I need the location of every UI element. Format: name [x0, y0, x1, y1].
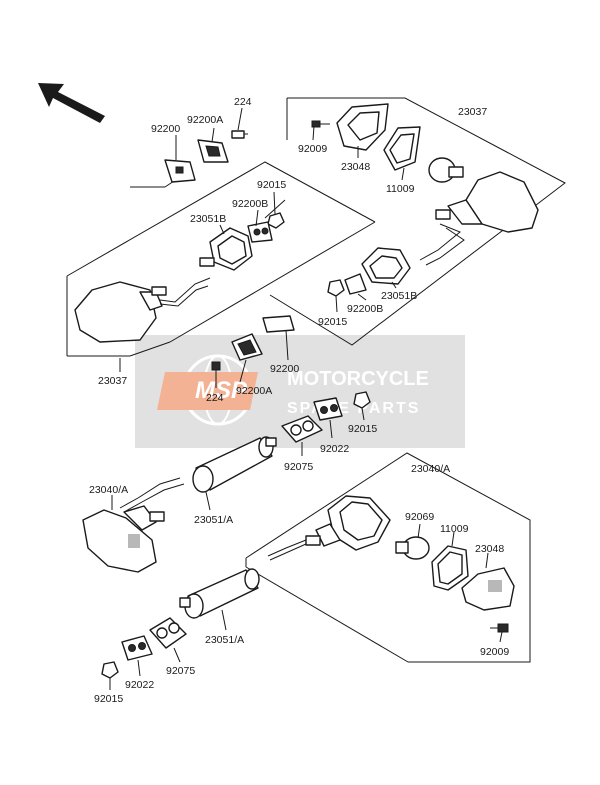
signal-housing-23040A-right [267, 495, 391, 561]
label-92200B-right: 92200B [347, 303, 383, 315]
signal-housing-23040A-left [82, 477, 185, 573]
screw-224-top [231, 130, 248, 139]
rubber-23051A-mid [192, 436, 277, 493]
label-92015-left: 92015 [257, 179, 286, 191]
signal-housing-23037-right [419, 171, 539, 266]
label-92200-mid: 92200 [270, 363, 299, 375]
plate-92200A-mid [231, 333, 263, 361]
label-23051A-mid: 23051/A [194, 514, 233, 526]
label-11009-bot: 11009 [440, 523, 469, 535]
plate-92200A-top [197, 139, 229, 163]
label-23051A-bot: 23051/A [205, 634, 244, 646]
nut-92015-right [327, 279, 345, 297]
label-92075-bot: 92075 [166, 665, 195, 677]
screw-224-mid [211, 361, 221, 380]
nut-92015-bot [101, 661, 119, 679]
watermark-title: MOTORCYCLE [287, 368, 429, 390]
lens-23048-bot [461, 567, 515, 611]
screw-92009-top [311, 120, 330, 128]
gasket-11009-top [383, 126, 421, 171]
label-92009-bot: 92009 [480, 646, 509, 658]
plate-92022-bot [121, 635, 153, 661]
label-92200B-left: 92200B [232, 198, 268, 210]
label-92022-c: 92022 [320, 443, 349, 455]
label-92022-bot: 92022 [125, 679, 154, 691]
label-23051B-right: 23051B [381, 290, 417, 302]
label-23048-bot: 23048 [475, 543, 504, 555]
leader-lines [109, 107, 503, 690]
label-92075-c: 92075 [284, 461, 313, 473]
label-92200A-top: 92200A [187, 114, 223, 126]
label-92069: 92069 [405, 511, 434, 523]
label-11009-top: 11009 [386, 183, 415, 195]
label-92009-top: 92009 [298, 143, 327, 155]
label-23040A-left: 23040/A [89, 484, 128, 496]
rubber-mount-23051B-left [199, 227, 253, 271]
signal-housing-23037-left [74, 277, 211, 343]
nut-92015-c [353, 391, 371, 409]
label-92200A-mid: 92200A [236, 385, 272, 397]
label-92200-top: 92200 [151, 123, 180, 135]
label-224-top: 224 [234, 96, 252, 108]
rubber-23051A-bot [179, 568, 260, 619]
label-23048-top: 23048 [341, 161, 370, 173]
frame-lower-right [245, 452, 531, 663]
label-224-mid: 224 [206, 392, 224, 404]
label-23037-left: 23037 [98, 375, 127, 387]
lens-23048-top [336, 103, 389, 151]
label-92015-c: 92015 [348, 423, 377, 435]
frame-upper-left [66, 161, 376, 357]
plate-92200B-right [344, 273, 367, 295]
bulb-92069 [395, 536, 430, 560]
plate-92200-mid [262, 315, 295, 333]
rubber-mount-23051B-right [361, 247, 411, 285]
bulb-top [428, 157, 464, 183]
watermark-logo: MSP [195, 377, 248, 404]
damper-92075-bot [149, 617, 187, 649]
direction-arrow-icon [38, 83, 105, 123]
label-92015-mid: 92015 [318, 316, 347, 328]
label-23040A-right: 23040/A [411, 463, 450, 475]
frame-upper-right [269, 97, 566, 346]
screw-92009-bot [490, 623, 509, 633]
plate-92022-c [313, 397, 343, 421]
label-23037-right: 23037 [458, 106, 487, 118]
plate-92200B-left [247, 221, 273, 243]
plate-92200-top [164, 159, 196, 183]
label-92015-bot: 92015 [94, 693, 123, 705]
damper-92075-c [281, 415, 323, 443]
nut-92015-left [267, 212, 285, 229]
gasket-11009-bot [431, 545, 469, 591]
label-23051B-left: 23051B [190, 213, 226, 225]
watermark-badge [157, 372, 258, 410]
